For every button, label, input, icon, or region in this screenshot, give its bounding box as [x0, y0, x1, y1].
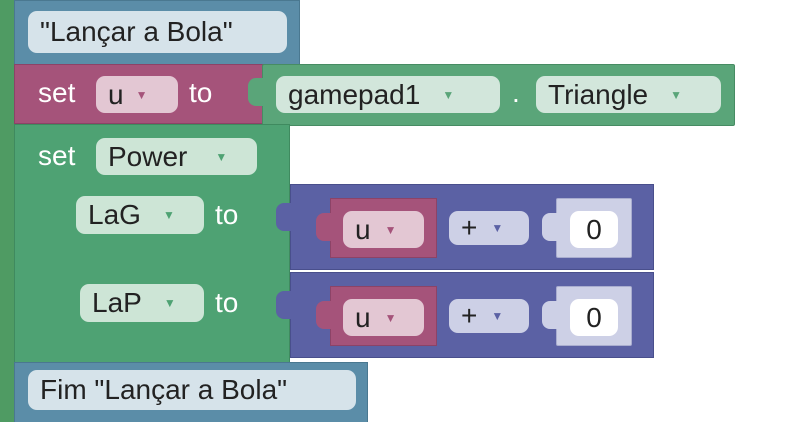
- variable-name: u: [108, 78, 124, 110]
- left-sidebar-strip: [0, 0, 14, 422]
- operator-dropdown-lag[interactable]: + ▼: [449, 211, 529, 245]
- inner-variable-tab-lag: [316, 213, 332, 241]
- number-value-lag: 0: [586, 213, 602, 245]
- motor-name-lap: LaP: [92, 287, 142, 318]
- caret-down-icon: ▼: [215, 149, 228, 164]
- motor-name-lag: LaG: [88, 199, 141, 230]
- operator-symbol-lag: +: [461, 212, 478, 243]
- motor-dropdown-lag[interactable]: LaG ▼: [76, 196, 204, 234]
- number-block-tab-lag: [542, 213, 558, 241]
- to-word: to: [189, 77, 213, 108]
- device-dropdown[interactable]: Power ▼: [96, 138, 257, 175]
- button-name: Triangle: [548, 78, 649, 110]
- inner-variable-name-lap: u: [355, 301, 371, 333]
- set-keyword: set: [38, 77, 76, 108]
- motor-dropdown-lap[interactable]: LaP ▼: [80, 284, 204, 322]
- inner-variable-dropdown-lag[interactable]: u ▼: [343, 211, 424, 248]
- comment-text: "Lançar a Bola": [40, 16, 233, 47]
- gamepad-name: gamepad1: [288, 78, 421, 110]
- caret-down-icon: ▼: [491, 221, 504, 235]
- caret-down-icon: ▼: [135, 87, 148, 102]
- number-block-tab-lap: [542, 301, 558, 329]
- comment-text-field-top[interactable]: "Lançar a Bola": [28, 11, 287, 53]
- math-block-puzzle-tab-lag: [276, 203, 292, 231]
- operator-dropdown-lap[interactable]: + ▼: [449, 299, 529, 333]
- number-field-lap[interactable]: 0: [570, 299, 618, 336]
- caret-down-icon: ▼: [162, 208, 175, 222]
- gamepad-dropdown[interactable]: gamepad1 ▼: [276, 76, 500, 113]
- caret-down-icon: ▼: [491, 309, 504, 323]
- comment-text-bottom: Fim "Lançar a Bola": [40, 374, 288, 405]
- variable-dropdown[interactable]: u ▼: [96, 76, 178, 113]
- caret-down-icon: ▼: [442, 87, 455, 102]
- inner-variable-name-lag: u: [355, 213, 371, 245]
- caret-down-icon: ▼: [384, 310, 397, 325]
- caret-down-icon: ▼: [670, 87, 683, 102]
- inner-variable-dropdown-lap[interactable]: u ▼: [343, 299, 424, 336]
- device-name: Power: [108, 140, 188, 172]
- number-field-lag[interactable]: 0: [570, 211, 618, 248]
- to-word-lap: to: [215, 287, 239, 318]
- to-word-lag: to: [215, 199, 239, 230]
- gamepad-block-puzzle-tab: [248, 78, 264, 106]
- caret-down-icon: ▼: [384, 222, 397, 237]
- inner-variable-tab-lap: [316, 301, 332, 329]
- operator-symbol-lap: +: [461, 300, 478, 331]
- number-value-lap: 0: [586, 301, 602, 333]
- math-block-puzzle-tab-lap: [276, 291, 292, 319]
- button-dropdown[interactable]: Triangle ▼: [536, 76, 721, 113]
- dot-separator: .: [512, 77, 520, 108]
- caret-down-icon: ▼: [163, 296, 176, 310]
- set-power-keyword: set: [38, 140, 76, 171]
- comment-text-field-bottom[interactable]: Fim "Lançar a Bola": [28, 370, 356, 410]
